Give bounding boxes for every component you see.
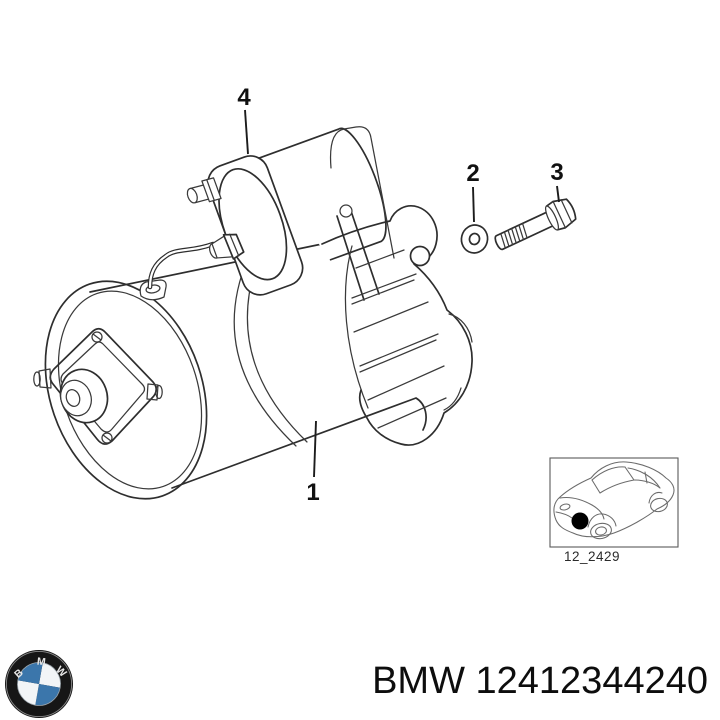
thumbnail-code: 12_2429 bbox=[564, 549, 620, 564]
solenoid bbox=[186, 127, 387, 296]
mounting-diamond bbox=[33, 327, 163, 445]
drive-housing bbox=[321, 205, 473, 446]
housing-lug-lower bbox=[443, 387, 462, 411]
body-seam-1 bbox=[233, 257, 297, 447]
callout-2-label: 2 bbox=[466, 160, 479, 187]
housing-outline bbox=[321, 205, 473, 446]
car-thumbnail: 12_2429 bbox=[549, 457, 679, 564]
bolt-part bbox=[494, 198, 577, 251]
starter-body bbox=[33, 243, 427, 500]
solenoid-terminal-upper bbox=[186, 177, 222, 204]
starter-motor-diagram: 4 2 3 1 bbox=[33, 84, 679, 564]
bolt-threads bbox=[500, 222, 528, 249]
location-dot bbox=[571, 512, 589, 530]
callout-1-label: 1 bbox=[306, 479, 319, 506]
commutator-end-cap bbox=[44, 280, 208, 500]
housing-lug-upper bbox=[448, 313, 473, 343]
screw-left bbox=[33, 368, 52, 389]
part-number-text: 12412344240 bbox=[475, 660, 708, 702]
thumbnail-box bbox=[549, 457, 679, 548]
mounting-flange-hole bbox=[409, 245, 431, 267]
solenoid-wire bbox=[147, 241, 216, 290]
callout-2: 2 bbox=[466, 160, 480, 223]
housing-ribs bbox=[351, 249, 447, 429]
body-bottom-edge bbox=[171, 397, 427, 489]
callout-3: 3 bbox=[550, 159, 564, 203]
screw-top bbox=[91, 331, 103, 343]
bmw-logo: B M W bbox=[5, 650, 73, 718]
screw-bottom bbox=[101, 432, 113, 444]
solenoid-terminal-lower bbox=[208, 233, 245, 260]
callout-3-label: 3 bbox=[550, 159, 563, 186]
callout-1: 1 bbox=[306, 420, 320, 506]
drive-shaft-boss bbox=[59, 368, 109, 424]
solenoid-body bbox=[254, 127, 387, 261]
car-icon bbox=[553, 461, 675, 540]
callout-4: 4 bbox=[237, 84, 251, 155]
bolt-head bbox=[544, 198, 577, 231]
logo-letter-m: M bbox=[36, 656, 46, 669]
solenoid-bracket bbox=[329, 126, 395, 301]
bracket-pivot bbox=[339, 204, 353, 218]
part-number-line: BMW 12412344240 bbox=[372, 660, 708, 703]
washer-part bbox=[460, 224, 489, 254]
wire-clip bbox=[139, 279, 167, 301]
screw-right bbox=[146, 383, 163, 401]
callout-4-label: 4 bbox=[237, 84, 251, 111]
logo-quadrants bbox=[17, 662, 61, 706]
brand-text: BMW bbox=[372, 660, 465, 702]
housing-rim bbox=[344, 245, 369, 409]
